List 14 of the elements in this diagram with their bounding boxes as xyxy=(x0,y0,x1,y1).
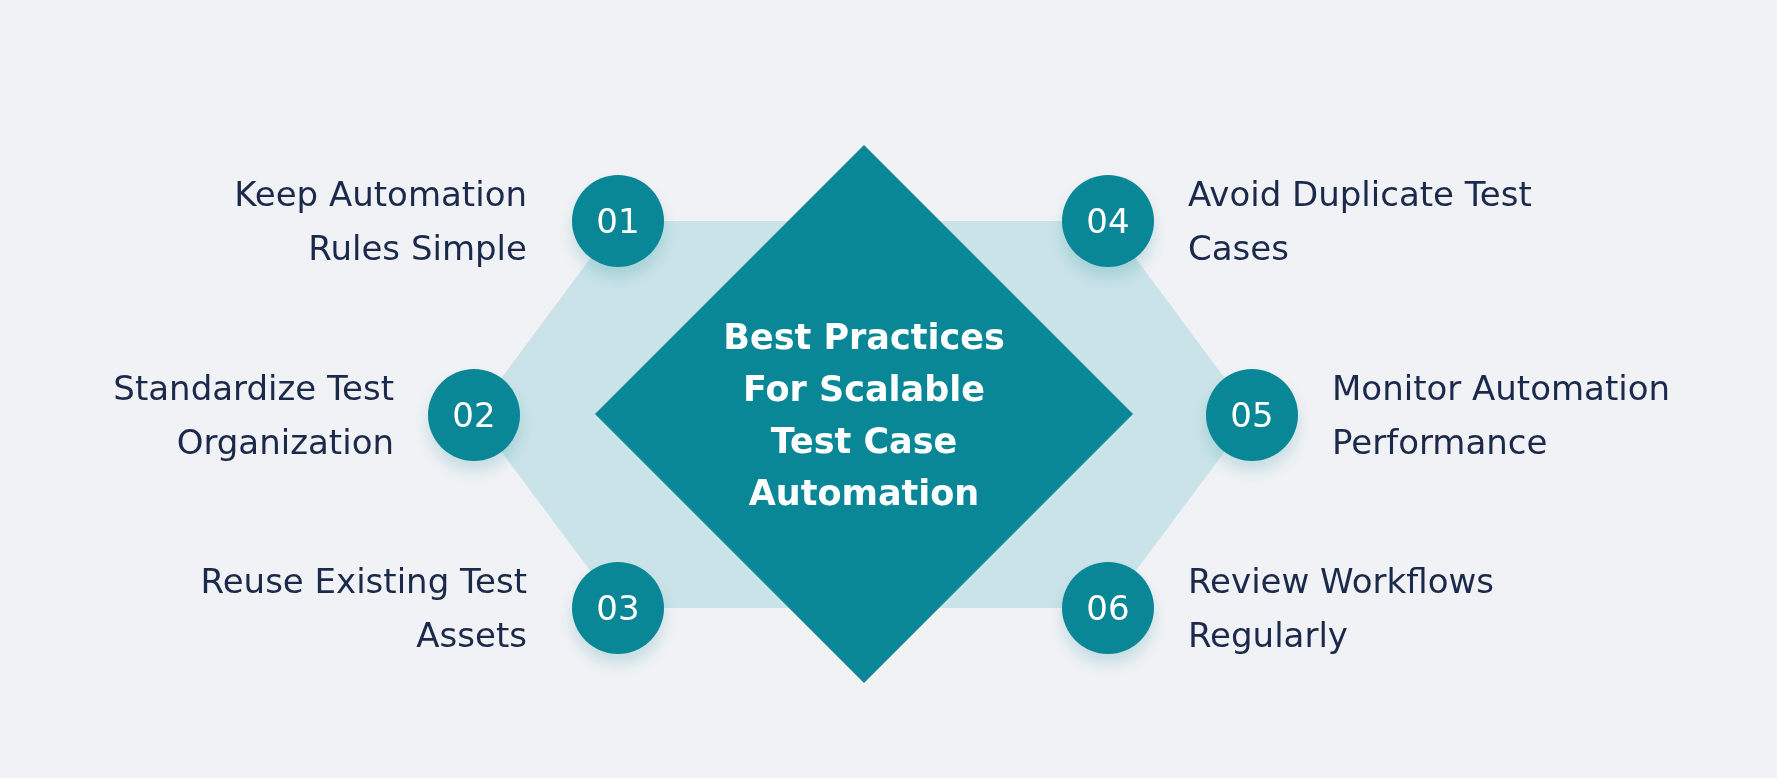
step-number-circle: 03 xyxy=(572,562,664,654)
step-number-circle: 05 xyxy=(1206,369,1298,461)
step-label: Avoid Duplicate Test Cases xyxy=(1188,173,1533,270)
step-number-circle: 02 xyxy=(428,369,520,461)
step-number-circle: 04 xyxy=(1062,175,1154,267)
diamond-title: Best Practices For Scalable Test Case Automation xyxy=(722,316,1006,515)
step-number-circle: 06 xyxy=(1062,562,1154,654)
center-diamond xyxy=(595,145,1133,683)
step-number-circle: 01 xyxy=(572,175,664,267)
step-label: Review Workflows Regularly xyxy=(1188,560,1495,657)
step-label: Standardize Test Organization xyxy=(112,367,394,464)
step-label: Keep Automation Rules Simple xyxy=(233,173,527,270)
step-label: Monitor Automation Performance xyxy=(1332,367,1672,464)
step-label: Reuse Existing Test Assets xyxy=(199,560,527,657)
